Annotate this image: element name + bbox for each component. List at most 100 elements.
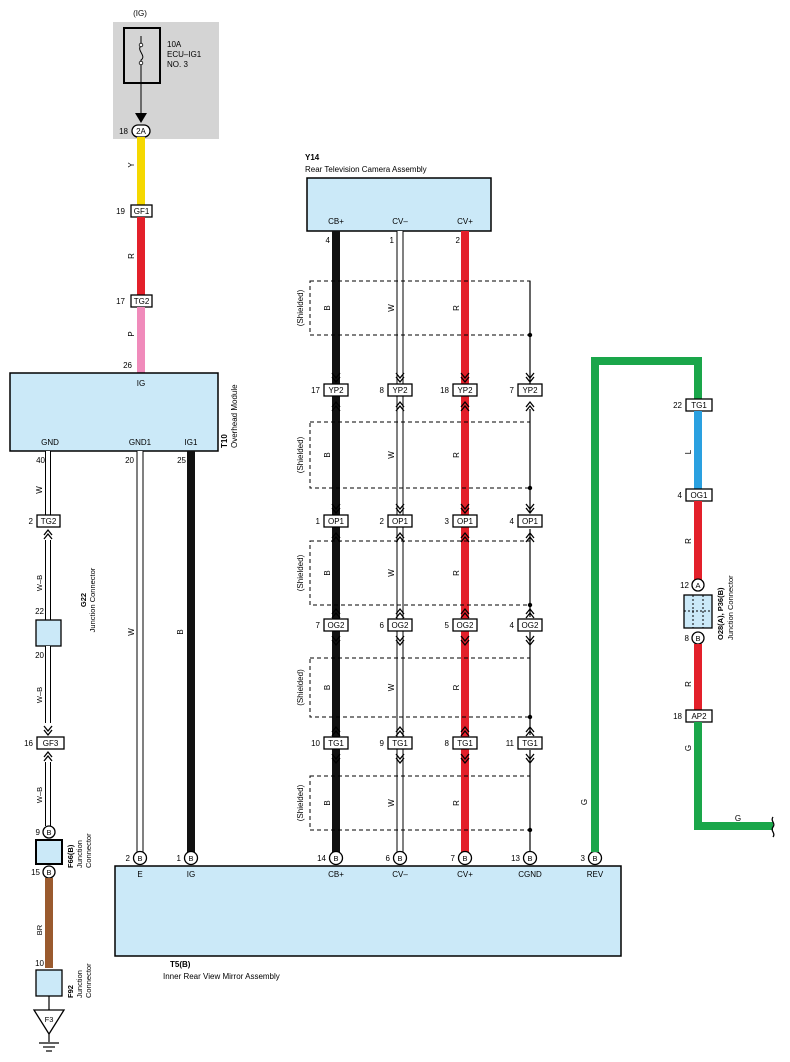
pin-label-gnd: GND [41, 438, 59, 447]
terminal-letter: B [527, 854, 532, 863]
ground-label-f3: F3 [45, 1015, 54, 1024]
mirror-pin-number-ig: 1 [177, 854, 182, 863]
shield-label: (Shielded) [296, 554, 305, 591]
connector-yp2-label: YP2 [457, 386, 473, 395]
connector-yp2-label: YP2 [392, 386, 408, 395]
fuse-ig-label: (IG) [133, 9, 147, 18]
svg-text:B: B [695, 634, 700, 643]
connector-op1 [517, 514, 543, 528]
wire-label-b: B [323, 685, 332, 690]
mirror-pin-number-rev: 3 [581, 854, 586, 863]
pin-12: 12 [680, 581, 689, 590]
mirror-code: T5(B) [170, 960, 191, 969]
camera-box [306, 177, 492, 232]
mirror-pin-number-cbp: 14 [317, 854, 326, 863]
wire-label-gnd1: W [127, 628, 136, 636]
junction-name-o28-p36: Junction Connector [726, 575, 735, 640]
connector-og2-label: OG2 [392, 621, 409, 630]
wire-label-r: R [452, 800, 461, 806]
pin-25: 25 [177, 456, 186, 465]
connector-op1-label: OP1 [522, 517, 539, 526]
pin-number: 8 [445, 739, 450, 748]
shield-box [309, 540, 531, 606]
connector-tg2-lower [36, 514, 61, 528]
svg-text:GF1: GF1 [134, 207, 150, 216]
terminal-f66-top [42, 825, 56, 839]
wire-label-r: R [452, 684, 461, 690]
pin-18: 18 [119, 127, 128, 136]
connector-op1-label: OP1 [328, 517, 345, 526]
mirror-pin-number-cvp: 7 [451, 854, 456, 863]
mirror-name: Inner Rear View Mirror Assembly [163, 972, 280, 981]
wire-label-p: P [127, 331, 136, 336]
wire-green-right [694, 722, 773, 830]
shield-label: (Shielded) [296, 289, 305, 326]
shield-ground-dot [527, 602, 533, 608]
mirror-box [114, 865, 622, 957]
wire-label-wb-2: W–B [35, 687, 44, 703]
svg-text:2A: 2A [136, 127, 146, 136]
camera-pin-num-2: 2 [456, 236, 461, 245]
connector-tg1 [387, 736, 413, 750]
terminal-letter: B [592, 854, 597, 863]
connector-op1 [387, 514, 413, 528]
mirror-pin-number-e: 2 [126, 854, 131, 863]
camera-code: Y14 [305, 153, 320, 162]
f92-name-2: Connector [84, 963, 93, 998]
terminal-letter: B [397, 854, 402, 863]
mirror-terminal-cvp [457, 850, 473, 866]
connector-tg1-label: TG1 [522, 739, 538, 748]
connector-yp2 [387, 383, 413, 397]
camera-pin-cbp: CB+ [328, 217, 344, 226]
pin-22-right: 22 [673, 401, 682, 410]
reverse-signal-chain: G TG1 22 L OG1 4 R A 12 B 8 O28(A), P36(… [580, 357, 775, 852]
shield-label: (Shielded) [296, 436, 305, 473]
connector-yp2 [452, 383, 478, 397]
terminal-letter: B [137, 854, 142, 863]
fuse-block: (IG) 10A ECU–IG1 NO. 3 2A 18 [113, 9, 219, 139]
wire-label-b: B [323, 305, 332, 310]
overhead-module-code: T10 [220, 434, 229, 448]
camera-pin-cvp: CV+ [457, 217, 473, 226]
pin-8-right: 8 [685, 634, 690, 643]
overhead-module-name: Overhead Module [230, 384, 239, 448]
svg-text:GF3: GF3 [43, 739, 59, 748]
overhead-module: IG GND GND1 IG1 T10 Overhead Module 40 2… [9, 372, 239, 465]
wire-label-w: W [35, 486, 44, 494]
terminal-o28-a [691, 578, 705, 592]
connector-tg1 [517, 736, 543, 750]
connector-gf3 [36, 736, 65, 750]
f66-name-2: Connector [84, 833, 93, 868]
pin-number: 11 [506, 739, 515, 748]
pin-19: 19 [116, 207, 125, 216]
wire-label-r-right-1: R [684, 538, 693, 544]
connector-op1 [452, 514, 478, 528]
mirror-terminal-cbp [328, 850, 344, 866]
shield-ground-dot [527, 485, 533, 491]
g22-code: G22 [79, 593, 88, 607]
connector-yp2-label: YP2 [328, 386, 344, 395]
mirror-terminal-cgnd [522, 850, 538, 866]
connector-og2 [323, 618, 349, 632]
pin-number: 5 [445, 621, 450, 630]
connector-tg1 [452, 736, 478, 750]
pin-9: 9 [36, 828, 41, 837]
pin-4-right: 4 [678, 491, 683, 500]
shield-label: (Shielded) [296, 784, 305, 821]
junction-connector-f92 [35, 969, 63, 997]
mirror-pin-label-cvm: CV– [392, 870, 408, 879]
fuse-rating: 10A [167, 40, 182, 49]
terminal-letter: B [333, 854, 338, 863]
connector-tg1-label: TG1 [392, 739, 408, 748]
wire-label-w: W [387, 304, 396, 312]
wire-label-wb-3: W–B [35, 787, 44, 803]
pin-10: 10 [35, 959, 44, 968]
connector-og2-label: OG2 [457, 621, 474, 630]
terminal-letter: B [188, 854, 193, 863]
camera-pin-num-4: 4 [326, 236, 331, 245]
pin-40: 40 [36, 456, 45, 465]
pin-number: 7 [510, 386, 515, 395]
pin-20: 20 [125, 456, 134, 465]
pin-number: 17 [311, 386, 320, 395]
